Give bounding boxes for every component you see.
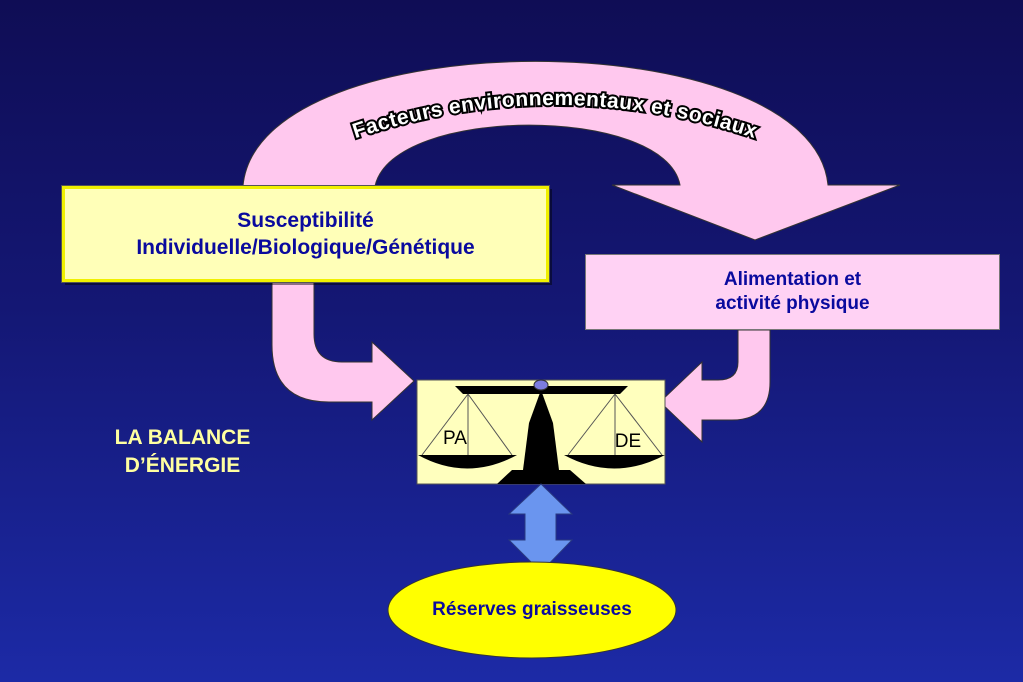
lifestyle-box: Alimentation et activité physique [585, 254, 1000, 330]
balance-title-line1: LA BALANCE [114, 426, 251, 449]
environment-arc-arrow [242, 60, 901, 241]
right-pan-label: DE [615, 431, 641, 452]
lifestyle-arrow [659, 329, 771, 444]
susceptibility-arrow [271, 281, 415, 422]
reserves-label: Réserves graisseuses [432, 599, 632, 620]
susceptibility-line1: Susceptibilité [237, 209, 374, 232]
double-arrow [507, 483, 574, 573]
scale-pivot [533, 379, 549, 391]
scale-left-pan [418, 455, 517, 469]
balance-title: LA BALANCE D’ÉNERGIE [80, 424, 285, 480]
scale-right-pan [564, 455, 665, 469]
lifestyle-line1: Alimentation et [723, 269, 862, 290]
lifestyle-line2: activité physique [715, 293, 870, 314]
scale-base [497, 470, 586, 484]
susceptibility-box: Susceptibilité Individuelle/Biologique/G… [61, 185, 550, 283]
susceptibility-line2: Individuelle/Biologique/Génétique [136, 236, 475, 259]
left-pan-label: PA [443, 428, 467, 449]
balance-scale: PA DE [416, 379, 666, 485]
balance-title-line2: D’ÉNERGIE [124, 454, 241, 477]
reserves-ellipse [387, 561, 677, 659]
scale-pillar [523, 390, 559, 470]
